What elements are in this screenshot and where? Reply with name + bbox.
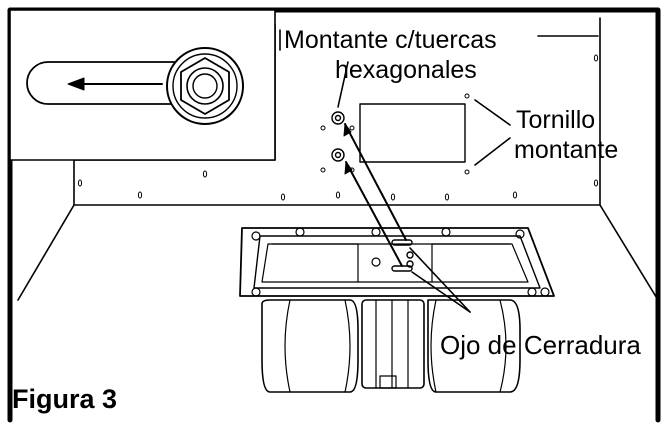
- leader-screw-bottom: [474, 137, 511, 166]
- right-inner-plate: [359, 103, 466, 163]
- alignment-arrow-upper: [344, 123, 407, 241]
- hex-nut-detail: [180, 57, 230, 115]
- leader-keyhole-1: [409, 247, 471, 313]
- outer-frame: [7, 7, 661, 423]
- figure-title: Figura 3: [12, 384, 118, 414]
- alignment-arrow-lower: [345, 161, 403, 267]
- stud-hex-nut-upper: [331, 111, 345, 125]
- panel-screw-holes: [77, 54, 599, 201]
- leader-keyhole-2: [411, 271, 471, 313]
- label-stud-with-nuts-line1: Montante c/tuercas: [284, 26, 497, 54]
- keyhole-slots: [391, 239, 414, 272]
- stud-hex-nut-lower: [331, 148, 345, 162]
- leader-screw-top: [474, 99, 511, 126]
- blower-scroll-right: [427, 299, 521, 393]
- blower-motor: [361, 299, 425, 389]
- right-side-wall: [599, 204, 659, 301]
- tray-screws: [251, 227, 550, 297]
- blower-tray-outer: [239, 227, 555, 297]
- label-stud-screw-line2: montante: [514, 136, 619, 164]
- blower-scroll-left: [261, 299, 359, 393]
- left-side-wall: [17, 204, 75, 301]
- label-stud-screw-line1: Tornillo: [516, 106, 596, 134]
- label-keyhole: Ojo de Cerradura: [440, 330, 641, 360]
- stud-detail-outer: [166, 47, 244, 125]
- blower-tray-inner: [253, 235, 541, 289]
- keyhole-slot-detail: [26, 61, 196, 105]
- label-stud-with-nuts-line2: hexagonales: [335, 56, 477, 84]
- cabinet-back-panel: [73, 17, 601, 206]
- leader-stud-nuts: [337, 61, 349, 108]
